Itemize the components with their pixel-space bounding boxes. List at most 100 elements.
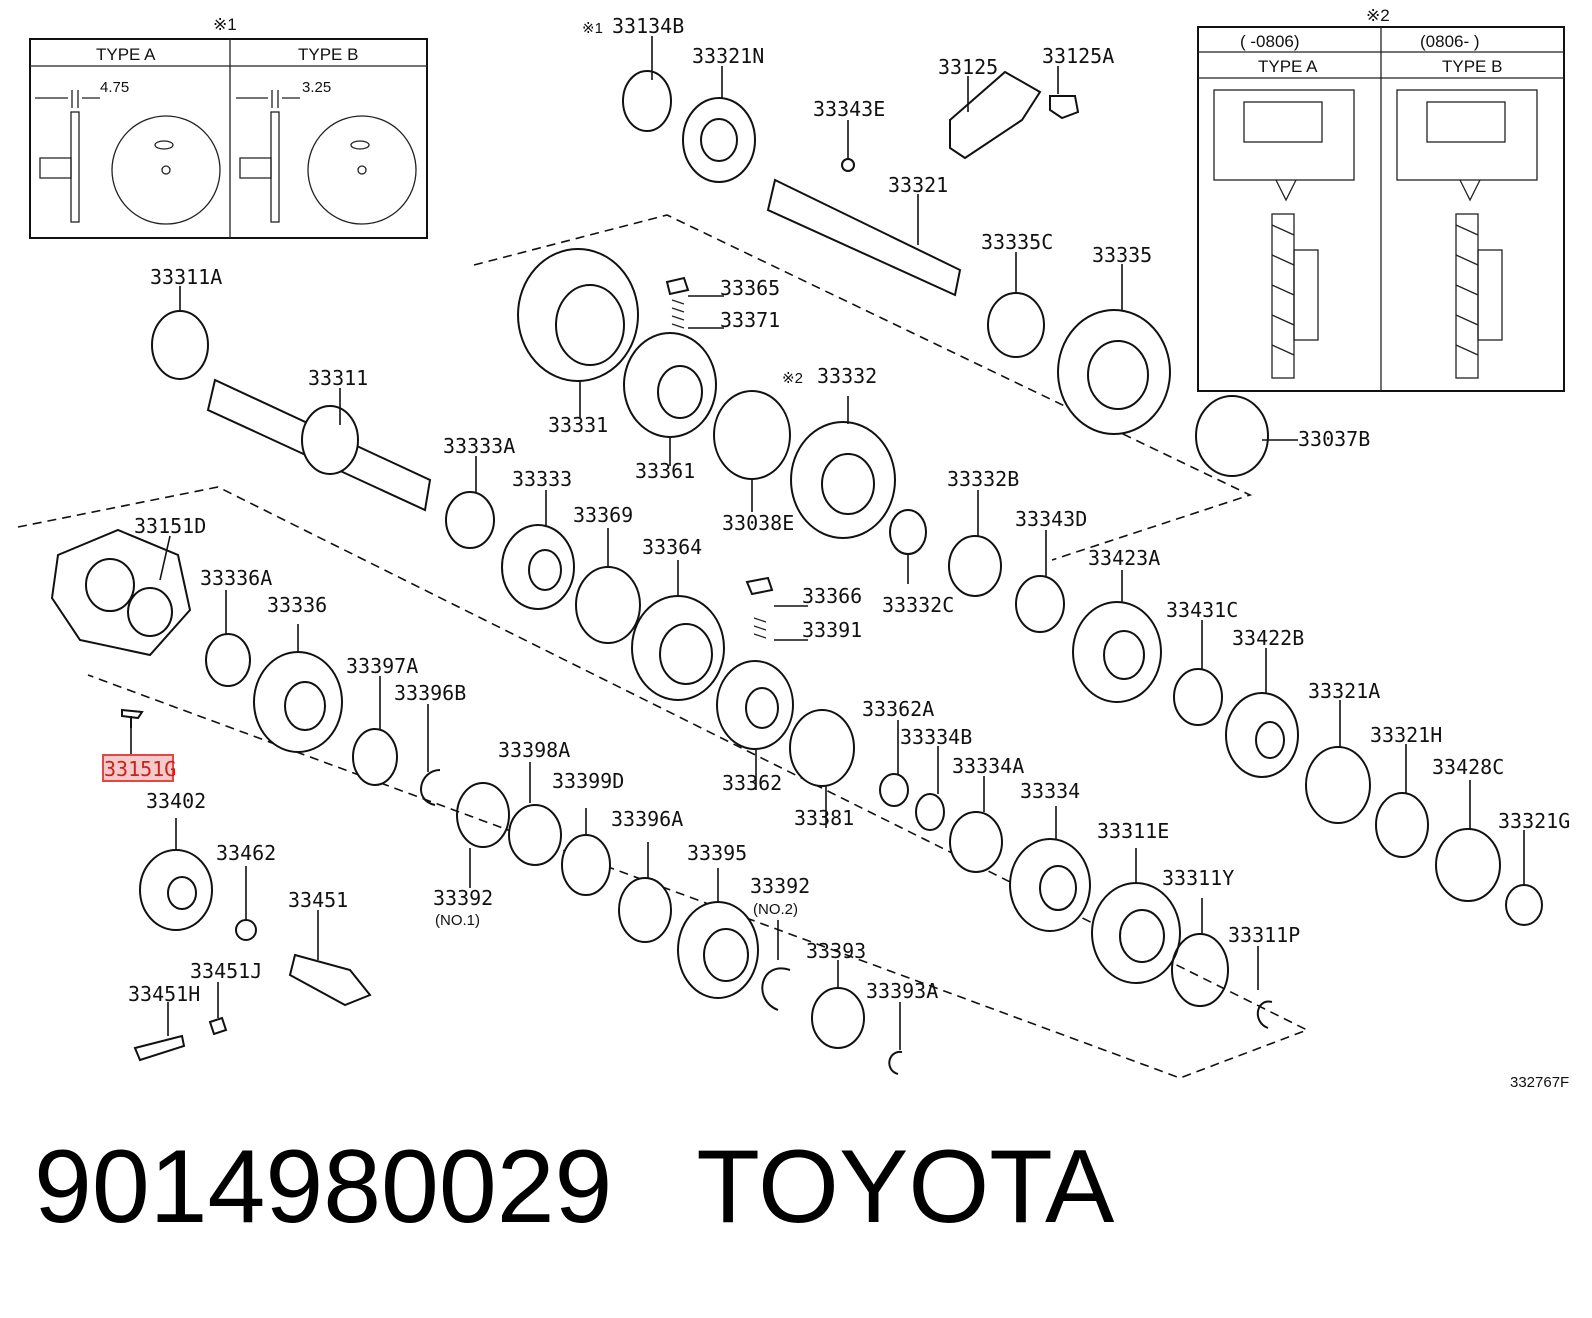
- part-label-33331[interactable]: 33331: [548, 413, 608, 437]
- part-label-33311Y[interactable]: 33311Y: [1162, 866, 1234, 890]
- range-left: ( -0806): [1240, 32, 1300, 51]
- part-33334-shape: [1009, 838, 1091, 932]
- part-label-33462[interactable]: 33462: [216, 841, 276, 865]
- part-label-33391[interactable]: 33391: [802, 618, 862, 642]
- part-label-33335[interactable]: 33335: [1092, 243, 1152, 267]
- part-label-33125[interactable]: 33125: [938, 55, 998, 79]
- part-label-33334B[interactable]: 33334B: [900, 725, 972, 749]
- part-label-33451[interactable]: 33451: [288, 888, 348, 912]
- detail-right-header-a: TYPE A: [1258, 57, 1318, 76]
- part-33362A-shape: [879, 773, 909, 807]
- part-33371-shape: [671, 299, 685, 329]
- part-33364-shape: [631, 595, 725, 701]
- part-33398A-shape: [508, 804, 562, 866]
- part-33311A-shape: [151, 310, 209, 380]
- dim-type-a: 4.75: [100, 79, 129, 96]
- part-label-33336A[interactable]: 33336A: [200, 566, 272, 590]
- part-33399D-shape: [561, 834, 611, 896]
- part-label-33343D[interactable]: 33343D: [1015, 507, 1087, 531]
- part-labels: ※1 33134B 33321N 33125 33125A 33343E 333…: [104, 14, 1570, 1091]
- part-label-33321N[interactable]: 33321N: [692, 44, 764, 68]
- part-33311E-shape: [1091, 882, 1181, 984]
- part-label-33365[interactable]: 33365: [720, 276, 780, 300]
- part-label-33037B[interactable]: 33037B: [1298, 427, 1370, 451]
- part-label-33451J[interactable]: 33451J: [190, 959, 262, 983]
- part-label-33332C[interactable]: 33332C: [882, 593, 954, 617]
- part-label-33371[interactable]: 33371: [720, 308, 780, 332]
- part-label-33397A[interactable]: 33397A: [346, 654, 418, 678]
- part-label-33393A[interactable]: 33393A: [866, 979, 938, 1003]
- part-33037B-shape: [1195, 395, 1269, 477]
- part-label-33362A[interactable]: 33362A: [862, 697, 934, 721]
- part-label-33392-no1[interactable]: 33392: [433, 886, 493, 910]
- part-33038E-shape: [713, 390, 791, 480]
- part-label-33311P[interactable]: 33311P: [1228, 923, 1300, 947]
- part-33321G-shape: [1505, 884, 1543, 926]
- part-label-33396B[interactable]: 33396B: [394, 681, 466, 705]
- part-33343D-shape: [1015, 575, 1065, 633]
- range-right: (0806- ): [1420, 32, 1480, 51]
- part-33395-shape: [677, 901, 759, 999]
- part-label-33381[interactable]: 33381: [794, 806, 854, 830]
- part-label-33343E[interactable]: 33343E: [813, 97, 885, 121]
- part-33431C-shape: [1173, 668, 1223, 726]
- part-label-33396A[interactable]: 33396A: [611, 807, 683, 831]
- part-label-33332B[interactable]: 33332B: [947, 467, 1019, 491]
- part-33366-shape: [745, 576, 774, 596]
- part-33125A-shape: [1049, 95, 1080, 120]
- part-label-33334A[interactable]: 33334A: [952, 754, 1024, 778]
- part-label-33393[interactable]: 33393: [806, 939, 866, 963]
- part-label-33125A[interactable]: 33125A: [1042, 44, 1114, 68]
- part-label-33321[interactable]: 33321: [888, 173, 948, 197]
- part-label-33366[interactable]: 33366: [802, 584, 862, 608]
- part-sublabel-33392-no2: (NO.2): [753, 901, 798, 918]
- part-label-33402[interactable]: 33402: [146, 789, 206, 813]
- part-33462-shape: [235, 919, 257, 941]
- part-label-33321H[interactable]: 33321H: [1370, 723, 1442, 747]
- part-label-33336[interactable]: 33336: [267, 593, 327, 617]
- part-label-33361[interactable]: 33361: [635, 459, 695, 483]
- part-label-33333[interactable]: 33333: [512, 467, 572, 491]
- part-label-33428C[interactable]: 33428C: [1432, 755, 1504, 779]
- part-label-33134B[interactable]: 33134B: [612, 14, 684, 38]
- part-33392-no1-shape: [456, 782, 510, 848]
- part-33397A-shape: [352, 728, 398, 786]
- part-label-33311E[interactable]: 33311E: [1097, 819, 1169, 843]
- part-label-33369[interactable]: 33369: [573, 503, 633, 527]
- part-33151G-shape: [121, 708, 144, 728]
- part-label-33399D[interactable]: 33399D: [552, 769, 624, 793]
- part-label-33392-no2[interactable]: 33392: [750, 874, 810, 898]
- part-33422B-shape: [1225, 692, 1299, 778]
- part-33343E-shape: [841, 158, 855, 172]
- part-label-33335C[interactable]: 33335C: [981, 230, 1053, 254]
- part-label-33311A[interactable]: 33311A: [150, 265, 222, 289]
- part-label-33332[interactable]: 33332: [817, 364, 877, 388]
- part-label-33321A[interactable]: 33321A: [1308, 679, 1380, 703]
- part-label-33333A[interactable]: 33333A: [443, 434, 515, 458]
- part-33336A-shape: [205, 633, 251, 687]
- part-33332C-shape: [889, 509, 927, 555]
- part-label-33395[interactable]: 33395: [687, 841, 747, 865]
- part-label-33423A[interactable]: 33423A: [1088, 546, 1160, 570]
- part-label-33431C[interactable]: 33431C: [1166, 598, 1238, 622]
- part-label-33334[interactable]: 33334: [1020, 779, 1080, 803]
- part-33451H-shape: [133, 1034, 186, 1062]
- part-33134B-shape: [622, 70, 672, 132]
- part-33151D-shape: [50, 528, 192, 657]
- part-33333A-shape: [445, 491, 495, 549]
- part-33334B-shape: [915, 793, 945, 831]
- part-label-33038E[interactable]: 33038E: [722, 511, 794, 535]
- part-label-33311[interactable]: 33311: [308, 366, 368, 390]
- part-label-33364[interactable]: 33364: [642, 535, 702, 559]
- part-label-33151D[interactable]: 33151D: [134, 514, 206, 538]
- part-label-33451H[interactable]: 33451H: [128, 982, 200, 1006]
- part-33321A-shape: [1305, 746, 1371, 824]
- part-label-33151G[interactable]: 33151G: [104, 757, 176, 781]
- part-label-33321G[interactable]: 33321G: [1498, 809, 1570, 833]
- part-label-33398A[interactable]: 33398A: [498, 738, 570, 762]
- part-label-33362[interactable]: 33362: [722, 771, 782, 795]
- part-label-33422B[interactable]: 33422B: [1232, 626, 1304, 650]
- part-33332-shape: [790, 421, 896, 539]
- part-33334A-shape: [949, 811, 1003, 873]
